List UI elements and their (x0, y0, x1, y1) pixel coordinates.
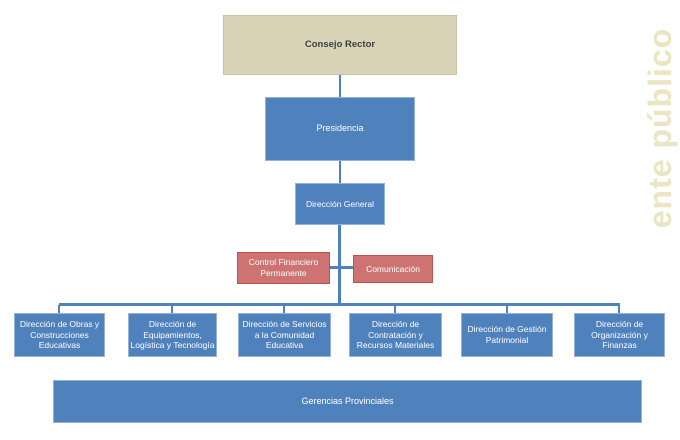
node-gerencias-provinciales: Gerencias Provinciales (53, 380, 642, 423)
node-direccion-equipamientos-logistica-tecnologia: Dirección de Equipamientos, Logística y … (128, 313, 217, 357)
ente-publico-watermark: ente público (642, 27, 678, 229)
node-direccion-general: Dirección General (295, 183, 385, 225)
connector-drop-organizacion (618, 305, 620, 314)
node-comunicacion: Comunicación (353, 255, 433, 283)
node-direccion-gestion-patrimonial: Dirección de Gestión Patrimonial (461, 313, 553, 357)
connector-stub-comunicacion (340, 266, 354, 269)
node-control-financiero-permanente: Control Financiero Permanente (237, 252, 330, 284)
connector-general-direction-main (338, 224, 341, 305)
node-direccion-contratacion-recursos-materiales: Dirección de Contratación y Recursos Mat… (349, 313, 442, 357)
connector-stub-control-financiero (329, 266, 339, 269)
connector-drop-contratacion (394, 305, 396, 314)
node-direccion-servicios-comunidad-educativa: Dirección de Servicios a la Comunidad Ed… (238, 313, 331, 357)
node-direccion-obras-construcciones-educativas: Dirección de Obras y Construcciones Educ… (14, 313, 105, 357)
connector-drop-gestion (506, 305, 508, 314)
node-presidencia: Presidencia (265, 97, 415, 161)
connector-drop-obras (58, 305, 60, 314)
node-consejo-rector: Consejo Rector (223, 15, 457, 75)
node-direccion-organizacion-finanzas: Dirección de Organización y Finanzas (574, 313, 665, 357)
connector-drop-equipamientos (171, 305, 173, 314)
connector-root-presidency (339, 75, 341, 98)
connector-horizontal-main (59, 303, 620, 306)
connector-presidency-general-direction (339, 160, 341, 184)
connector-drop-servicios (283, 305, 285, 314)
